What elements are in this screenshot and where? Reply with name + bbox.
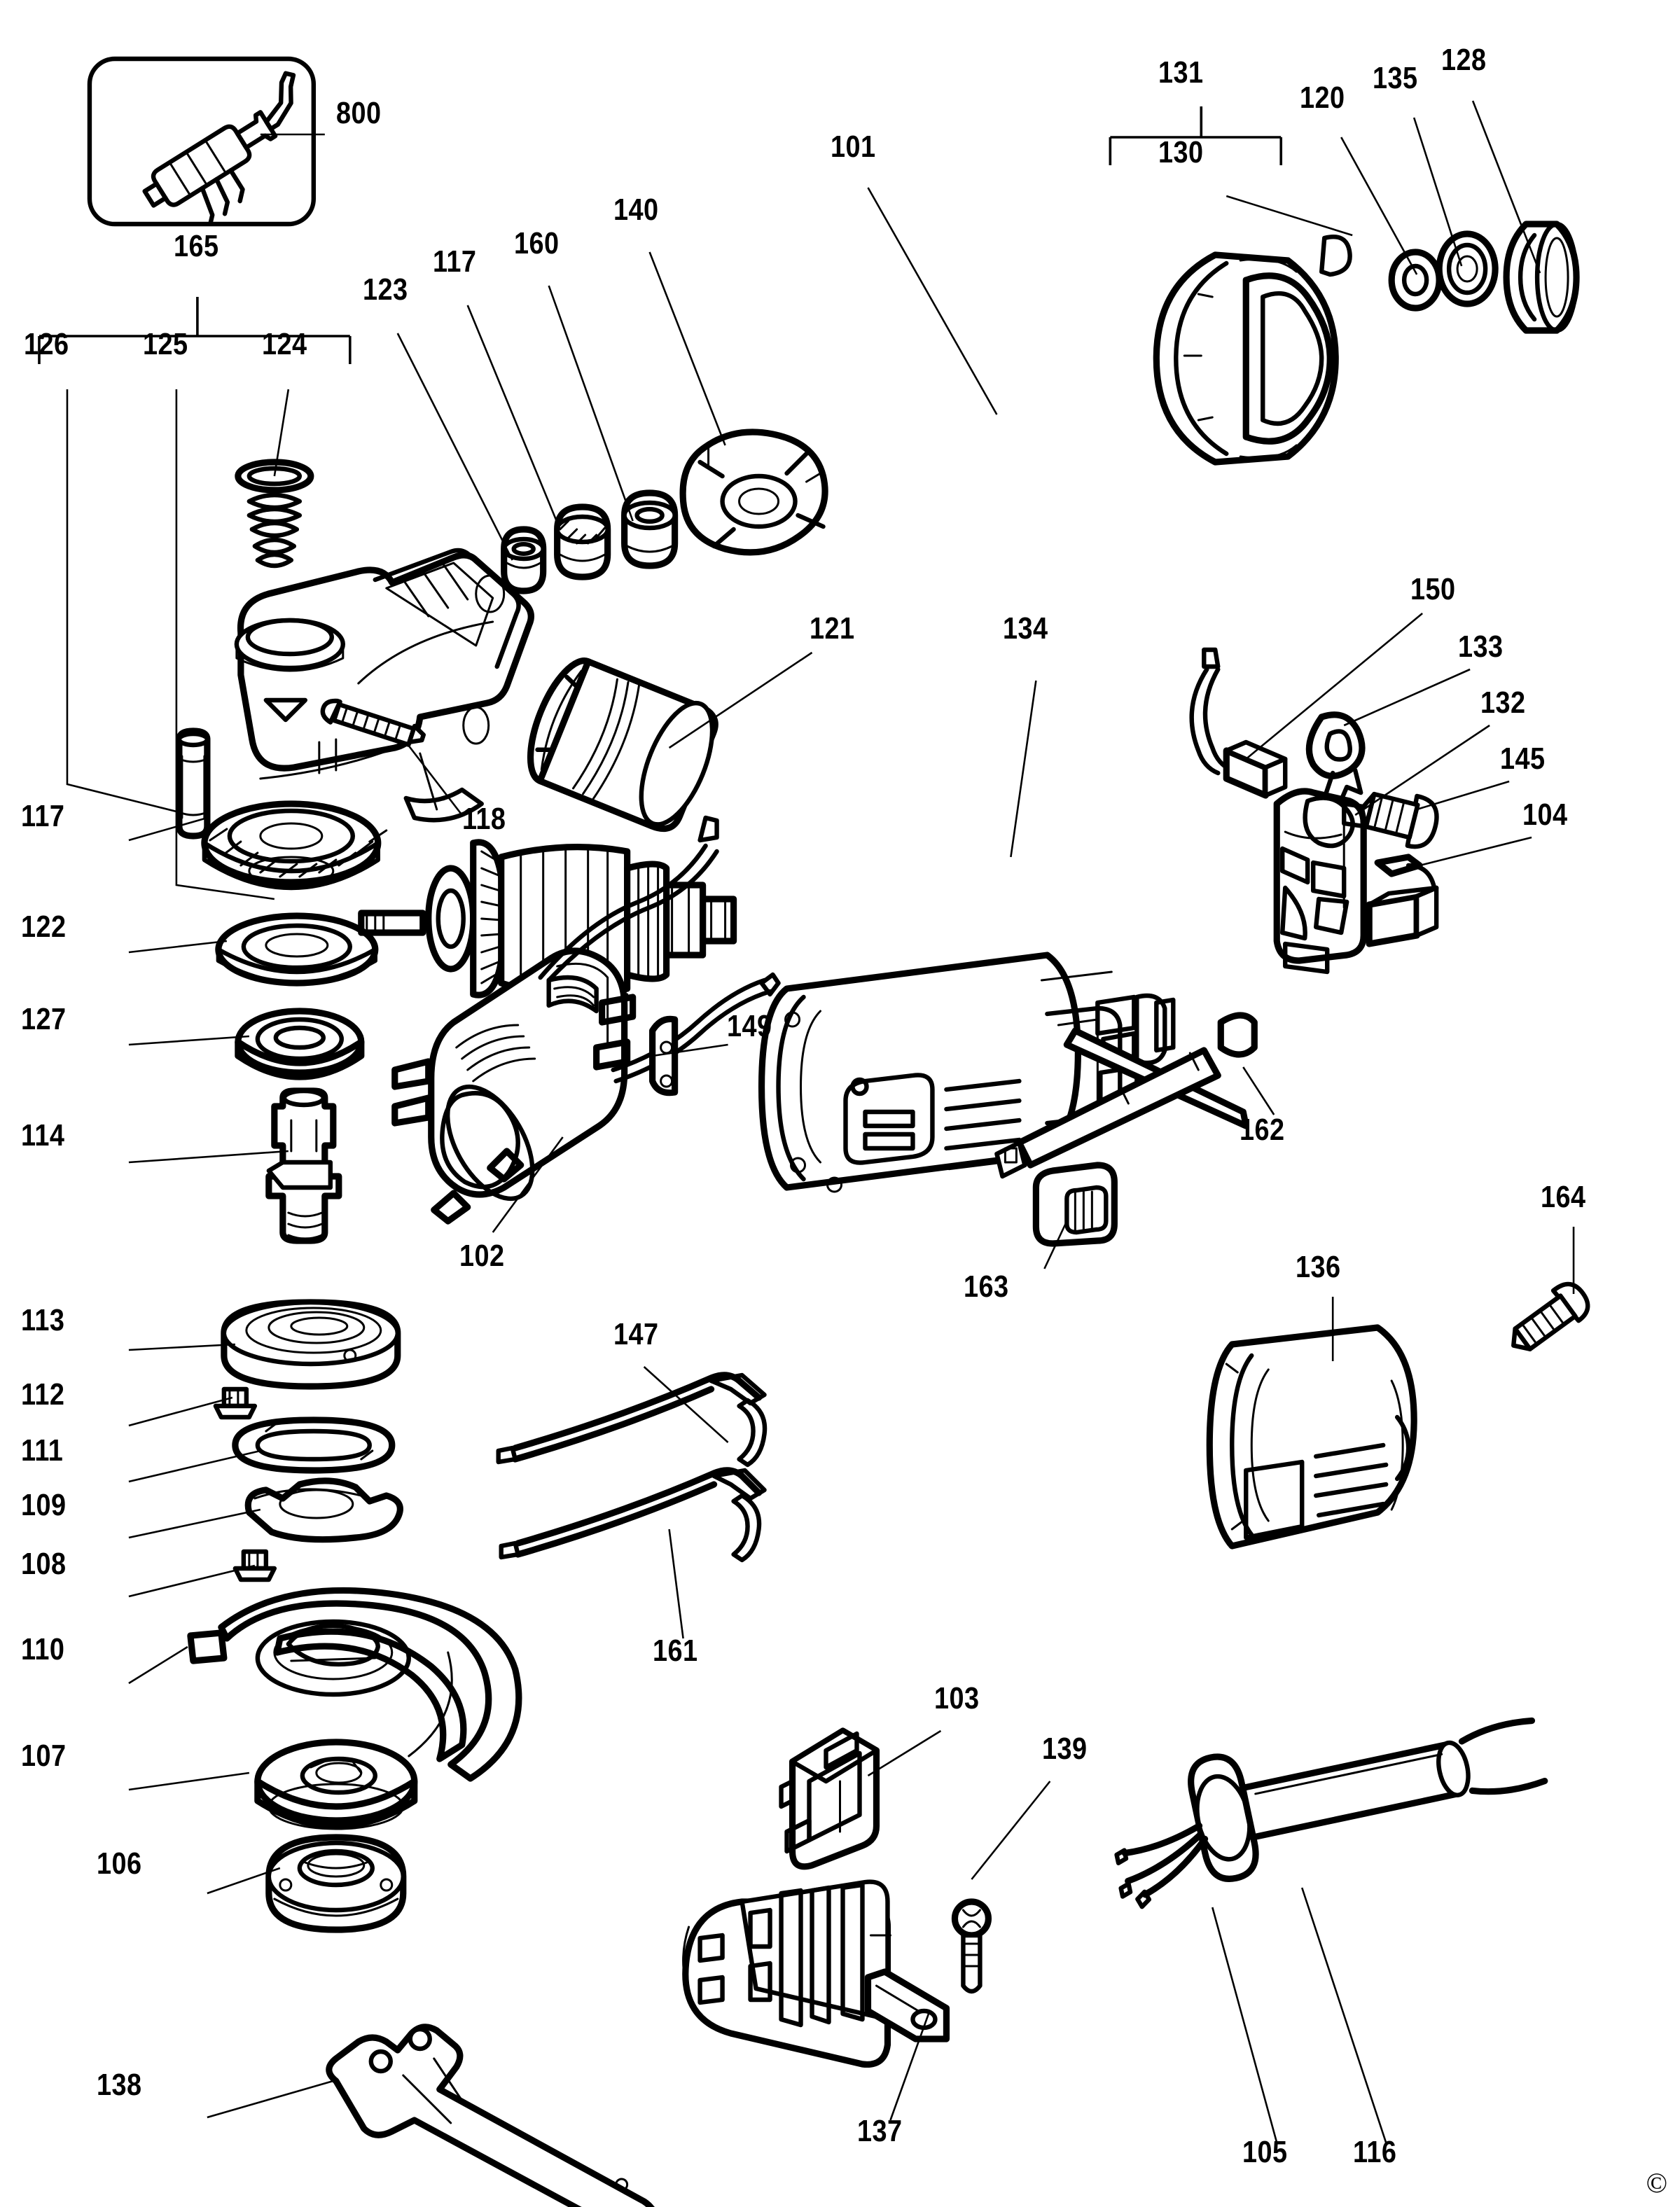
callout-label-106[interactable]: 106 xyxy=(97,1846,142,1881)
callout-label-109[interactable]: 109 xyxy=(21,1488,67,1522)
callout-label-112[interactable]: 112 xyxy=(21,1377,65,1412)
copyright-symbol: © xyxy=(1646,2167,1667,2199)
callout-label-122[interactable]: 122 xyxy=(21,910,67,944)
callout-label-147[interactable]: 147 xyxy=(613,1317,659,1351)
callout-label-113[interactable]: 113 xyxy=(21,1303,65,1337)
callout-label-124[interactable]: 124 xyxy=(262,327,307,361)
callout-label-138[interactable]: 138 xyxy=(97,2068,142,2102)
callout-label-135[interactable]: 135 xyxy=(1373,61,1418,95)
callout-label-107[interactable]: 107 xyxy=(21,1739,67,1773)
callout-label-165[interactable]: 165 xyxy=(174,229,219,263)
callout-label-126[interactable]: 126 xyxy=(24,327,69,361)
callout-label-160[interactable]: 160 xyxy=(514,226,560,260)
callout-label-150[interactable]: 150 xyxy=(1410,572,1456,606)
callout-label-149[interactable]: 149 xyxy=(727,1009,772,1043)
callout-label-105[interactable]: 105 xyxy=(1242,2135,1288,2169)
callout-label-134[interactable]: 134 xyxy=(1003,611,1048,646)
callout-label-132[interactable]: 132 xyxy=(1480,685,1526,720)
callout-label-133[interactable]: 133 xyxy=(1458,629,1504,664)
callout-label-111[interactable]: 111 xyxy=(21,1433,64,1468)
callout-label-125[interactable]: 125 xyxy=(143,327,188,361)
callout-label-161[interactable]: 161 xyxy=(653,1634,698,1668)
callout-label-101[interactable]: 101 xyxy=(831,130,876,164)
callout-label-120[interactable]: 120 xyxy=(1300,81,1345,115)
callout-label-110[interactable]: 110 xyxy=(21,1632,65,1666)
callout-label-121[interactable]: 121 xyxy=(810,611,855,646)
callout-label-102[interactable]: 102 xyxy=(459,1239,505,1273)
callout-label-128[interactable]: 128 xyxy=(1441,43,1487,77)
callout-label-103[interactable]: 103 xyxy=(934,1681,980,1715)
callout-label-127[interactable]: 127 xyxy=(21,1002,67,1036)
callout-label-123[interactable]: 123 xyxy=(363,272,408,307)
callout-label-163[interactable]: 163 xyxy=(964,1269,1009,1304)
callout-label-130[interactable]: 130 xyxy=(1158,135,1204,169)
callout-label-116[interactable]: 116 xyxy=(1353,2135,1397,2169)
callout-label-137[interactable]: 137 xyxy=(857,2114,903,2148)
callout-label-131[interactable]: 131 xyxy=(1158,55,1204,90)
callout-label-162[interactable]: 162 xyxy=(1240,1113,1285,1147)
callout-label-118[interactable]: 118 xyxy=(462,802,506,836)
callout-label-136[interactable]: 136 xyxy=(1296,1250,1341,1284)
callout-label-164[interactable]: 164 xyxy=(1541,1180,1586,1214)
callout-label-104[interactable]: 104 xyxy=(1522,798,1568,832)
callout-label-800[interactable]: 800 xyxy=(336,96,382,130)
callout-label-139[interactable]: 139 xyxy=(1042,1732,1088,1766)
callout-label-117-lower[interactable]: 117 xyxy=(21,799,65,833)
callout-label-145[interactable]: 145 xyxy=(1500,742,1546,776)
callout-label-140[interactable]: 140 xyxy=(613,193,659,227)
callout-label-117[interactable]: 117 xyxy=(433,244,477,279)
callout-label-114[interactable]: 114 xyxy=(21,1118,65,1153)
callout-label-108[interactable]: 108 xyxy=(21,1547,67,1581)
